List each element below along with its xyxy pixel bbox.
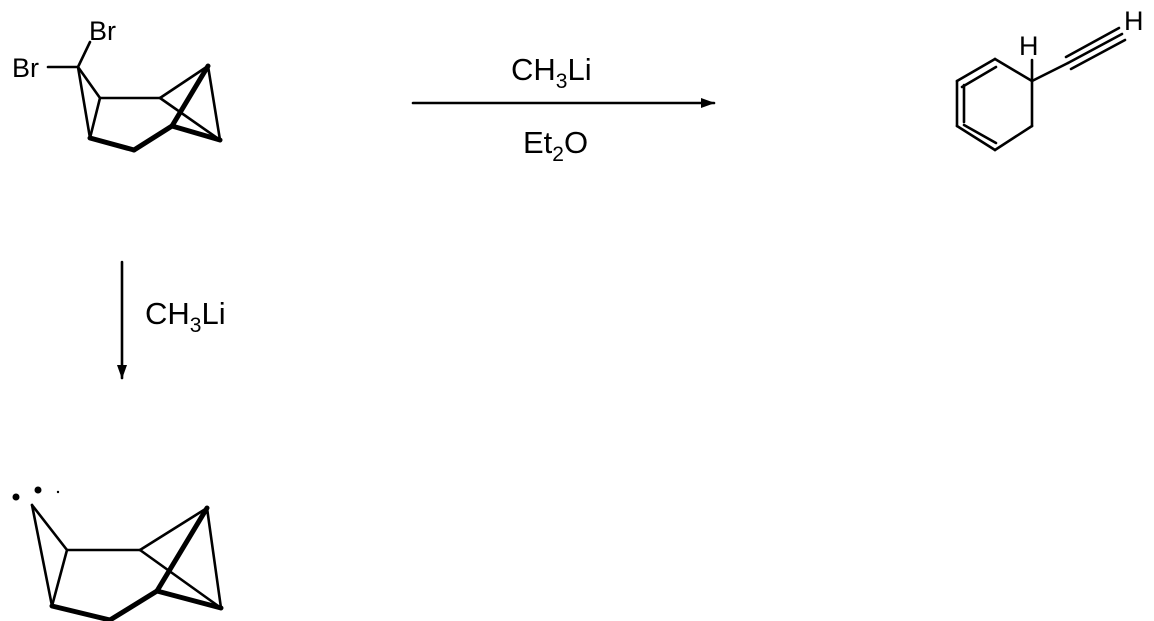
reagent-down: CH3Li (145, 296, 226, 337)
bond-c1-c2 (30, 503, 69, 552)
bond-c7-c8 (205, 506, 223, 610)
ring-double-inner-3 (960, 65, 998, 89)
bond-c2-c6 (88, 96, 102, 140)
reagent-top: CH3Li (511, 52, 592, 93)
bond-c4-c7 (169, 63, 211, 129)
bond-c4-c8 (169, 123, 223, 143)
bond-c1-c2 (76, 65, 102, 100)
lone-pair-dot-1 (12, 493, 20, 501)
bond-c6-c5 (87, 135, 137, 153)
ring-bond-2 (993, 124, 1034, 152)
alkyne-bond-a (1066, 32, 1124, 65)
lone-pair-dot-2 (34, 486, 42, 494)
bond-c2-c6 (50, 548, 69, 608)
atom-br-top: Br (89, 16, 116, 46)
atom-h-ring: H (1019, 31, 1039, 61)
bond-c4-c7 (154, 505, 210, 594)
bond-c3-c8 (158, 96, 222, 142)
alkyne-bond-c (1069, 38, 1127, 71)
bond-c5-c4 (131, 123, 175, 153)
bond-c1-c6 (30, 503, 54, 608)
ring-bond-5 (955, 57, 997, 83)
ring-bond-6 (993, 57, 1034, 83)
reagent-bottom: Et2O (523, 125, 588, 166)
ring-bond-3 (955, 124, 997, 152)
atom-br-left: Br (12, 53, 39, 83)
bond-br-c-2 (76, 40, 92, 69)
lone-pair-dot-3 (56, 490, 60, 494)
bond-c3-c8 (138, 548, 223, 610)
reaction-arrow-right: CH3Li Et2O (411, 52, 716, 166)
bond-c5-c4 (107, 588, 160, 621)
reaction-arrow-down: CH3Li (117, 260, 226, 380)
bond-c3-c7 (158, 64, 210, 100)
bond-c7-c8 (206, 64, 222, 142)
bond-c1-c6 (76, 65, 92, 140)
bond-c4-c8 (154, 588, 224, 611)
bond-c3-c7 (138, 506, 209, 552)
atom-h-alkyne: H (1124, 6, 1144, 36)
ring-double-inner-1 (962, 123, 998, 145)
product: H H (955, 6, 1144, 152)
starting-material: Br Br (12, 16, 223, 153)
bond-c6-c5 (49, 603, 113, 621)
carbene-intermediate (12, 486, 224, 621)
bond-c-alkyne (1030, 61, 1070, 83)
alkyne-bond-b (1064, 26, 1121, 59)
